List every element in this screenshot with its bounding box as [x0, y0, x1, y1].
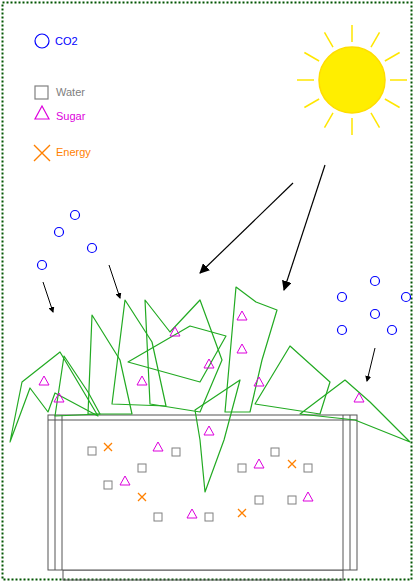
plant-leaves	[10, 287, 410, 492]
sun	[297, 25, 407, 135]
legend-label: Water	[56, 86, 85, 99]
legend-icons	[34, 34, 50, 161]
frame	[3, 3, 412, 580]
energy-marks	[104, 443, 296, 517]
legend-label: CO2	[55, 35, 78, 48]
sunlight-arrows	[200, 165, 325, 290]
water-molecules	[88, 447, 312, 521]
legend-label: Sugar	[56, 110, 85, 123]
legend-label: Energy	[56, 146, 91, 159]
co2-molecules	[38, 211, 411, 335]
sugar-molecules	[39, 311, 364, 518]
pot	[48, 415, 357, 580]
